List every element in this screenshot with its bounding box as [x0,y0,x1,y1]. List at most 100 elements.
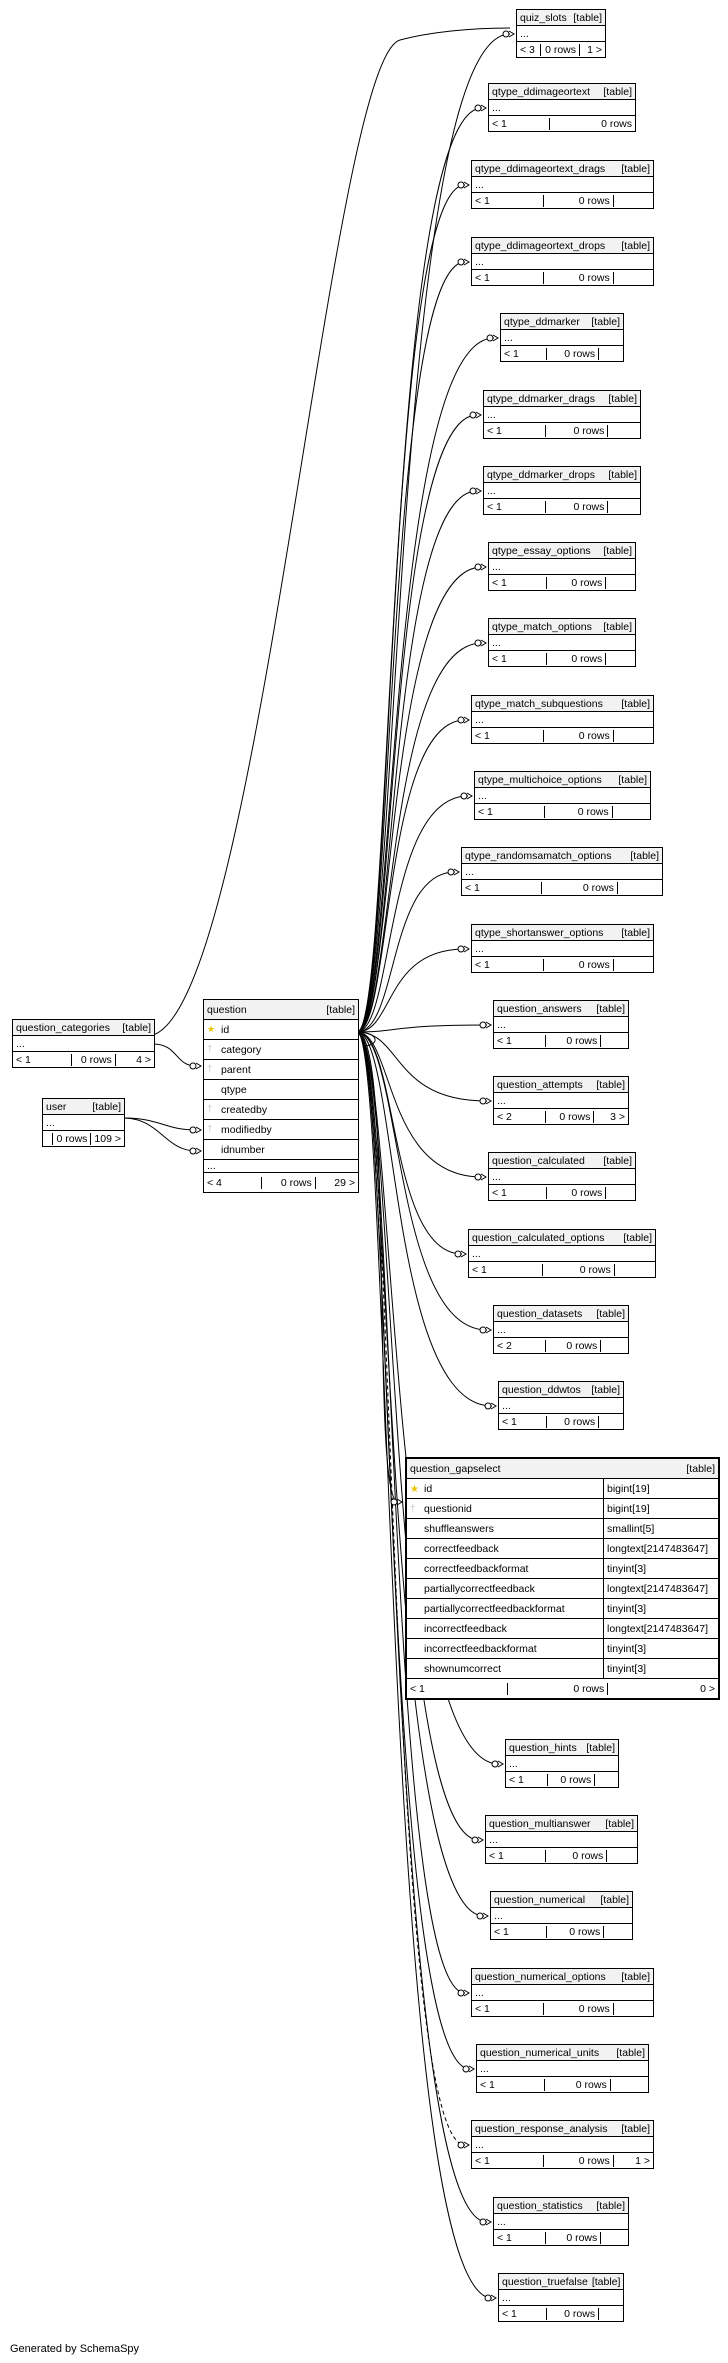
table-question-calculated-options[interactable]: question_calculated_options[table]...< 1… [468,1229,656,1278]
column-row[interactable]: †category [204,1039,358,1059]
child-count[interactable] [606,1849,637,1862]
table-name[interactable]: qtype_ddimageortext_drops [475,239,606,252]
parent-count[interactable]: < 1 [509,1773,524,1786]
child-count[interactable] [603,1925,632,1938]
table-name[interactable]: question_calculated [492,1154,585,1167]
table-header[interactable]: question_multianswer[table] [486,1816,637,1831]
table-header[interactable]: qtype_match_subquestions[table] [472,696,653,711]
table-name[interactable]: user [46,1100,67,1113]
child-count[interactable] [598,347,623,360]
table-name[interactable]: qtype_ddmarker_drops [487,468,595,481]
table-name[interactable]: question_statistics [497,2199,583,2212]
column-row[interactable]: ★id [204,1019,358,1039]
table-name[interactable]: qtype_multichoice_options [478,773,602,786]
parent-count[interactable]: < 1 [497,1034,512,1047]
parent-count[interactable]: < 1 [492,117,507,130]
table-name[interactable]: question_ddwtos [502,1383,581,1396]
child-count[interactable] [600,1339,628,1352]
child-count[interactable] [612,2002,653,2015]
parent-count[interactable]: < 1 [16,1053,31,1066]
parent-count[interactable]: < 1 [475,2154,490,2167]
table-header[interactable]: quiz_slots[table] [517,10,605,25]
parent-count[interactable]: < 1 [472,1263,487,1276]
child-count[interactable]: 109 > [90,1132,124,1145]
child-count[interactable] [600,1034,628,1047]
parent-count[interactable]: < 1 [487,500,502,513]
table-name[interactable]: qtype_ddimageortext [492,85,591,98]
child-count[interactable] [605,652,635,665]
child-count[interactable] [607,424,640,437]
child-count[interactable] [607,500,640,513]
table-name[interactable]: question_numerical_units [480,2046,600,2059]
table-name[interactable]: qtype_match_options [492,620,592,633]
table-name[interactable]: qtype_randomsamatch_options [465,849,612,862]
table-header[interactable]: question_attempts[table] [494,1077,628,1092]
child-count[interactable]: 4 > [114,1053,154,1066]
table-header[interactable]: user[table] [43,1099,124,1114]
child-count[interactable]: 1 > [579,43,605,56]
child-count[interactable] [598,2307,623,2320]
child-count[interactable]: 29 > [314,1176,358,1189]
table-name[interactable]: question_numerical_options [475,1970,606,1983]
table-header[interactable]: question_statistics[table] [494,2198,628,2213]
parent-count[interactable]: < 1 [502,1415,517,1428]
table-name[interactable]: question_categories [16,1021,110,1034]
table-header[interactable]: question_truefalse[table] [499,2274,623,2289]
parent-count[interactable]: < 1 [475,194,490,207]
child-count[interactable] [605,1186,635,1199]
table-name[interactable]: question_attempts [497,1078,583,1091]
parent-count[interactable]: < 1 [475,271,490,284]
child-count[interactable] [612,271,653,284]
parent-count[interactable]: < 4 [207,1176,222,1189]
child-count[interactable] [605,576,635,589]
parent-count[interactable]: < 1 [480,2078,495,2091]
parent-count[interactable]: < 2 [497,1110,512,1123]
table-name[interactable]: question_truefalse [502,2275,588,2288]
parent-count[interactable]: < 1 [489,1849,504,1862]
table-name[interactable]: qtype_shortanswer_options [475,926,604,939]
parent-count[interactable]: < 1 [502,2307,517,2320]
child-count[interactable] [594,1773,618,1786]
table-name[interactable]: question_multianswer [489,1817,591,1830]
parent-count[interactable] [43,1133,52,1145]
parent-count[interactable]: < 1 [475,2002,490,2015]
table-name[interactable]: qtype_ddmarker_drags [487,392,595,405]
table-header[interactable]: qtype_ddmarker[table] [501,314,623,329]
table-name[interactable]: question_calculated_options [472,1231,605,1244]
column-row[interactable]: idnumber [204,1139,358,1159]
table-header[interactable]: question_ddwtos[table] [499,1382,623,1397]
column-row[interactable]: †modifiedby [204,1119,358,1139]
table-header[interactable]: question_answers[table] [494,1001,628,1016]
child-count[interactable]: 1 > [612,2154,653,2167]
table-header[interactable]: question_response_analysis[table] [472,2121,653,2136]
child-count[interactable] [609,2078,648,2091]
table-header[interactable]: question_numerical_units[table] [477,2045,648,2060]
